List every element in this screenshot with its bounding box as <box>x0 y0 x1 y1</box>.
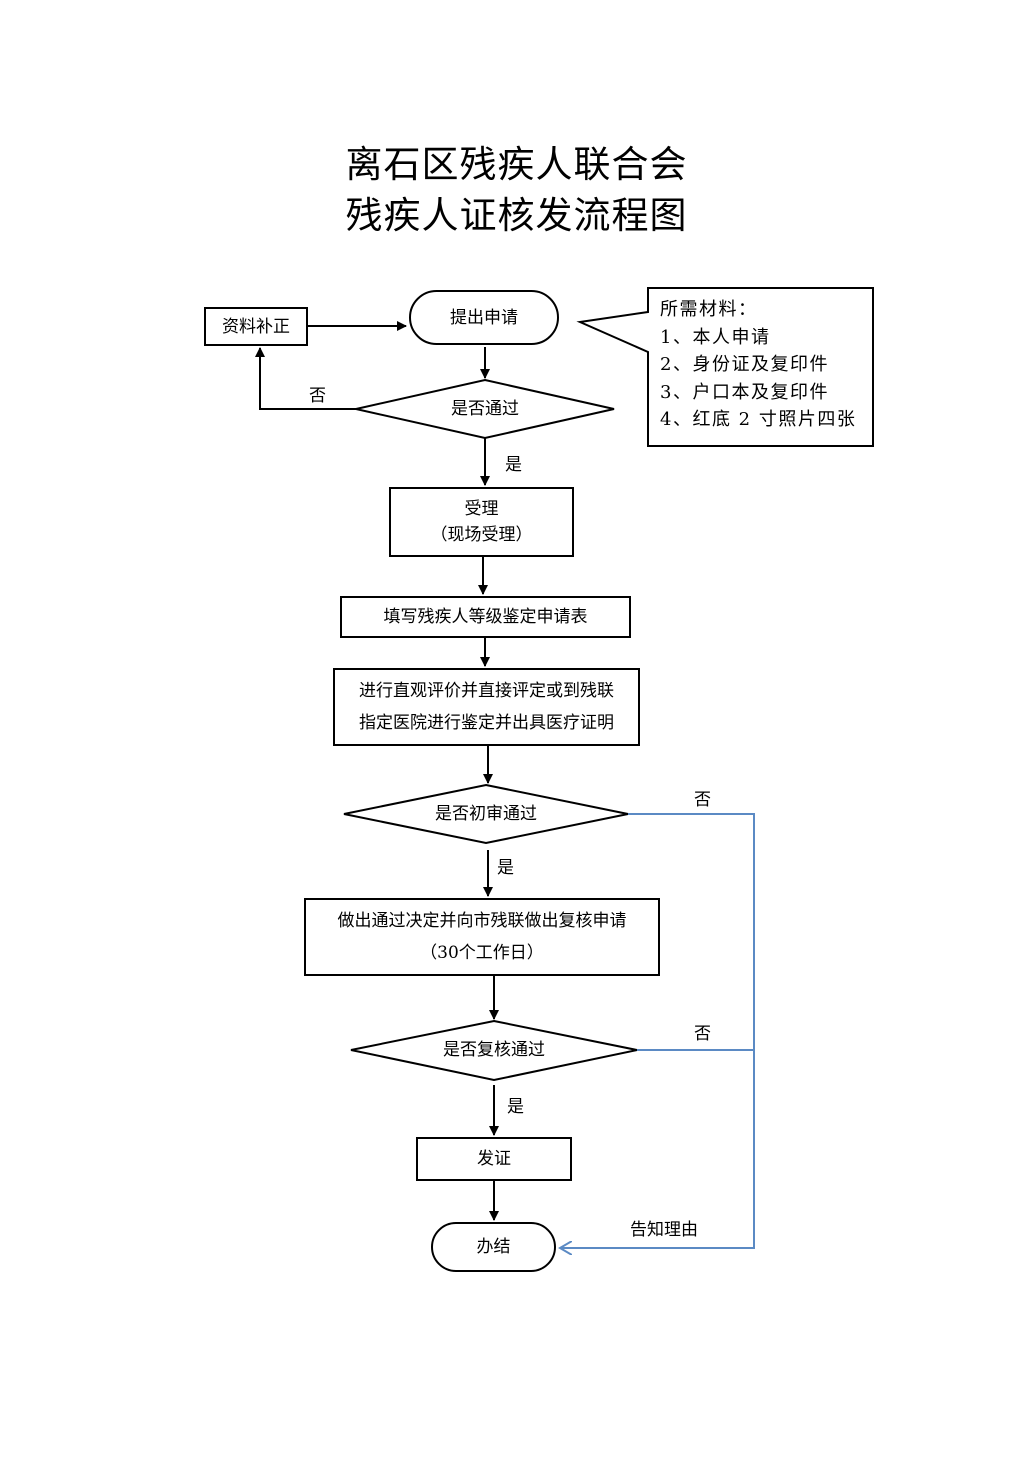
materials-item: 3、户口本及复印件 <box>660 381 829 403</box>
issue-box: 发证 <box>416 1137 572 1181</box>
evaluate-label-line1: 进行直观评价并直接评定或到残联 <box>359 681 614 701</box>
materials-note: 所需材料： 1、本人申请 2、身份证及复印件 3、户口本及复印件 4、红底 2 … <box>648 288 873 446</box>
accept-box: 受理 （现场受理） <box>389 487 574 557</box>
branch-no-label: 否 <box>694 790 711 810</box>
branch-no-label: 否 <box>309 386 326 406</box>
fill-form-label: 填写残疾人等级鉴定申请表 <box>383 607 588 627</box>
arrow-check-no-to-correction <box>255 347 356 410</box>
correction-box: 资料补正 <box>204 307 308 346</box>
evaluate-label-line2: 指定医院进行鉴定并出具医疗证明 <box>359 713 614 733</box>
materials-callout-shape <box>576 287 874 447</box>
decision-recheck-shape <box>350 1019 638 1082</box>
done-terminal: 办结 <box>431 1222 556 1272</box>
apply-terminal: 提出申请 <box>409 290 559 345</box>
check-pass-label: 是否通过 <box>451 399 519 419</box>
decision-box: 做出通过决定并向市残联做出复核申请 （30个工作日） <box>304 898 660 976</box>
fill-form-box: 填写残疾人等级鉴定申请表 <box>340 596 631 638</box>
materials-heading: 所需材料： <box>660 299 758 320</box>
page-title: 离石区残疾人联合会 <box>345 143 688 186</box>
correction-label: 资料补正 <box>222 316 290 337</box>
accept-sublabel: （现场受理） <box>430 525 533 545</box>
arrow-reject-to-done <box>560 813 755 1248</box>
recheck-label: 是否复核通过 <box>443 1040 545 1060</box>
decision-label-line2: （30个工作日） <box>420 943 544 963</box>
issue-label: 发证 <box>477 1149 511 1169</box>
apply-label: 提出申请 <box>450 307 518 328</box>
done-label: 办结 <box>476 1237 511 1257</box>
page-subtitle: 残疾人证核发流程图 <box>345 194 688 237</box>
decision-label-line1: 做出通过决定并向市残联做出复核申请 <box>337 911 627 931</box>
initial-review-label: 是否初审通过 <box>435 804 537 824</box>
branch-no-label: 否 <box>694 1024 711 1044</box>
evaluate-box: 进行直观评价并直接评定或到残联 指定医院进行鉴定并出具医疗证明 <box>333 668 640 746</box>
inform-reason-label: 告知理由 <box>630 1220 698 1240</box>
materials-item: 1、本人申请 <box>660 326 771 348</box>
branch-yes-label: 是 <box>507 1097 524 1117</box>
materials-item: 2、身份证及复印件 <box>660 354 829 375</box>
decision-initial-review-shape <box>343 783 629 845</box>
branch-yes-label: 是 <box>497 858 514 878</box>
materials-item: 4、红底 2 寸照片四张 <box>660 409 857 430</box>
branch-yes-label: 是 <box>505 455 522 475</box>
accept-label: 受理 <box>464 499 499 519</box>
